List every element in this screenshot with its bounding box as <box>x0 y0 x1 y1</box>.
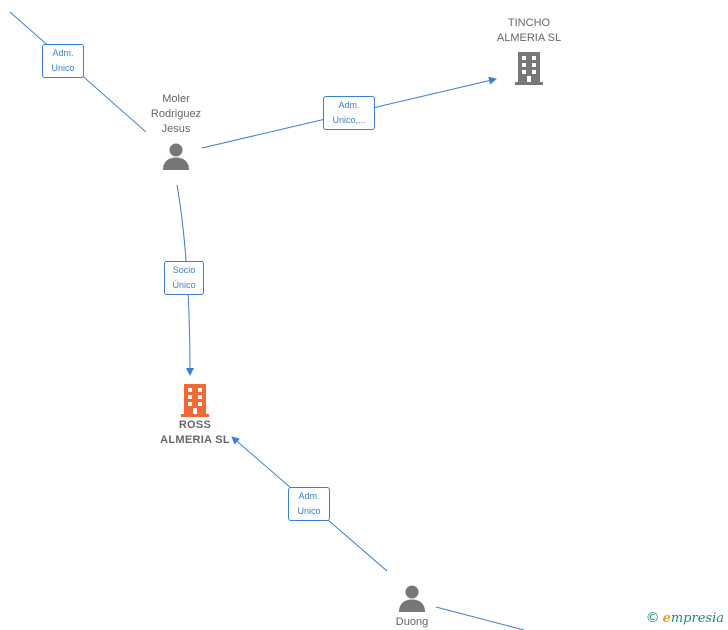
node-person-duong[interactable]: Duong <box>372 583 452 630</box>
brand-name: mpresia <box>670 611 724 626</box>
node-label: ROSS ALMERIA SL <box>160 419 230 446</box>
node-person-moler[interactable]: Moler Rodriguez Jesus <box>126 92 226 171</box>
edge-label-line2: Unico <box>297 506 321 516</box>
person-icon <box>399 585 425 612</box>
building-icon <box>515 52 543 85</box>
edge-line-duong-out <box>435 606 525 630</box>
building-icon <box>181 384 209 417</box>
edge-label-duong-ross[interactable]: Adm. Unico <box>288 487 330 521</box>
brand-initial: e <box>662 611 671 626</box>
node-label: Moler Rodriguez Jesus <box>150 93 202 135</box>
brand-logo: ©empresia <box>646 610 724 626</box>
person-icon <box>163 143 189 170</box>
edge-label-line1: Socio <box>172 265 196 275</box>
node-company-ross[interactable]: ROSS ALMERIA SL <box>140 382 250 448</box>
edge-label-line2: Unico,... <box>332 115 366 125</box>
node-label: Duong <box>395 616 429 628</box>
edge-label-line1: Adm. <box>52 48 74 58</box>
node-label: TINCHO ALMERIA SL <box>496 17 562 44</box>
edge-label-moler-ross[interactable]: Socio Único <box>164 261 204 295</box>
edge-label-line1: Adm. <box>338 100 360 110</box>
node-company-tincho[interactable]: TINCHO ALMERIA SL <box>479 16 579 86</box>
copyright-symbol: © <box>645 610 660 626</box>
edge-label-top-left[interactable]: Adm. Unico <box>42 44 84 78</box>
edge-label-line2: Único <box>172 280 196 290</box>
edge-label-line2: Unico <box>51 63 75 73</box>
edge-label-line1: Adm. <box>298 491 320 501</box>
edge-label-moler-tincho[interactable]: Adm. Unico,... <box>323 96 375 130</box>
